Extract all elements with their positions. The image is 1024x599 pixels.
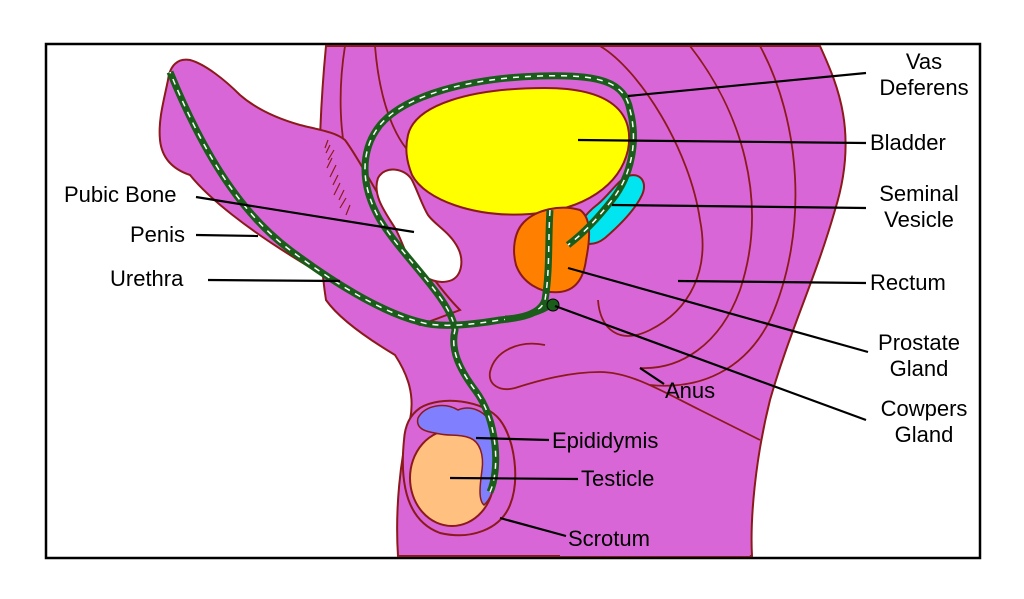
leader-prostate	[567, 266, 869, 354]
leader-pubic-bone	[195, 195, 415, 234]
pubic-hair	[324, 139, 351, 216]
label-urethra: Urethra	[110, 266, 184, 291]
label-prostate-gland-line2: Gland	[889, 356, 949, 381]
label-seminal-vesicle-line1: Seminal	[879, 181, 959, 206]
leader-rectum	[677, 279, 867, 285]
label-anus: Anus	[665, 378, 716, 403]
pubic-bone-shape	[375, 168, 463, 283]
leader-penis	[195, 233, 259, 238]
leg-region	[560, 375, 750, 556]
leader-anus	[639, 367, 665, 385]
label-epididymis: Epididymis	[552, 428, 659, 453]
leader-epididymis	[475, 436, 550, 442]
urethra-duct	[166, 70, 554, 329]
epididymis-shape	[416, 404, 499, 506]
bladder-shape	[405, 86, 631, 216]
leader-lines	[195, 71, 869, 538]
leader-testicle	[449, 476, 579, 481]
label-cowpers-gland-line1: Cowpers	[880, 396, 968, 421]
leader-urethra	[207, 278, 341, 283]
label-cowpers-gland-line2: Gland	[894, 422, 954, 447]
rectum-lower-contour	[488, 342, 761, 441]
label-vas-deferens: Vas Deferens	[868, 49, 980, 101]
cowpers-gland-shape	[546, 298, 560, 312]
label-vas-deferens-line2: Deferens	[879, 75, 969, 100]
vas-deferens-arrows	[364, 74, 635, 493]
label-prostate-gland: Prostate Gland	[864, 330, 974, 382]
label-bladder: Bladder	[870, 130, 946, 155]
leader-seminal-vesicle	[611, 203, 867, 210]
label-scrotum: Scrotum	[568, 526, 650, 551]
label-seminal-vesicle-line2: Vesicle	[884, 207, 954, 232]
duct-system	[166, 70, 637, 494]
label-prostate-gland-line1: Prostate	[878, 330, 960, 355]
label-vas-deferens-line1: Vas	[905, 49, 943, 74]
label-pubic-bone: Pubic Bone	[64, 182, 177, 207]
label-cowpers-gland: Cowpers Gland	[864, 396, 984, 448]
label-seminal-vesicle: Seminal Vesicle	[864, 181, 974, 233]
leader-bladder	[577, 138, 867, 145]
label-rectum: Rectum	[870, 270, 946, 295]
label-penis: Penis	[130, 222, 186, 247]
leader-vas-deferens	[627, 71, 867, 98]
leader-scrotum	[499, 516, 567, 538]
leader-cowpers	[554, 304, 867, 422]
label-testicle: Testicle	[581, 466, 655, 491]
